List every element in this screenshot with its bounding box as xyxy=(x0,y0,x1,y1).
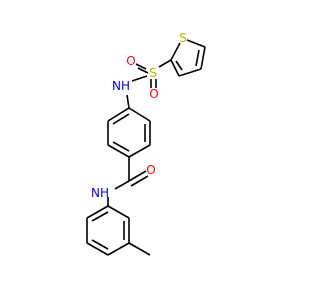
atom-label-sulfonyl-o-bottom: O xyxy=(149,87,158,101)
bond-bz-3-4 xyxy=(128,144,151,158)
molecule-structure: S S O O NH O NH xyxy=(86,31,206,256)
bond-tol-6-1-double xyxy=(91,211,109,222)
atom-label-amide-nh: NH xyxy=(91,186,109,200)
bond-bz-6-1 xyxy=(107,107,130,122)
atom-label-carbonyl-o: O xyxy=(146,163,155,177)
bond-sulfonyl-o-left-b xyxy=(137,67,149,74)
bond-c3-c2-double xyxy=(175,60,183,71)
bond-tol-3-4 xyxy=(107,242,130,256)
bond-s1-c2 xyxy=(170,42,181,61)
bond-methyl xyxy=(128,242,151,256)
molecule-canvas: S S O O NH O NH xyxy=(86,31,206,256)
sulfonyl-group xyxy=(131,59,172,88)
bond-bz-6-1-double xyxy=(112,113,130,125)
bond-c3-c2 xyxy=(170,59,180,77)
bond-carbonyl-o-a xyxy=(128,170,147,182)
bond-c5-c4-double xyxy=(195,49,200,67)
bond-c5-c4 xyxy=(200,46,206,70)
bond-tol-4-5-double xyxy=(91,239,109,250)
amide-group xyxy=(107,157,149,206)
atom-label-sulfonyl-s: S xyxy=(149,66,157,80)
bond-nh-c1 xyxy=(126,94,130,109)
bond-carbonyl-nh xyxy=(114,180,130,190)
bond-sulfonyl-o-left-a xyxy=(135,63,147,70)
bond-tol-6-1 xyxy=(86,205,109,219)
bond-carbonyl-o-b xyxy=(130,175,149,187)
bond-c4-c3 xyxy=(178,68,202,77)
bond-c2-sulfonyl-s xyxy=(158,59,172,68)
bond-bz-1-2 xyxy=(128,107,151,122)
thiophene-ring xyxy=(170,39,206,77)
central-benzene-ring xyxy=(107,94,151,158)
atom-label-sulfonyl-o-left: O xyxy=(126,54,135,68)
atom-label-sulfonamide-nh: NH xyxy=(112,79,130,93)
bond-s1-c5 xyxy=(186,39,206,48)
bond-tol-4-5 xyxy=(86,242,109,256)
bond-sulfonyl-s-nh xyxy=(131,75,148,82)
atom-labels: S S O O NH O NH xyxy=(91,31,187,200)
tolyl-ring xyxy=(86,205,151,256)
bond-bz-4-5 xyxy=(107,144,130,158)
bond-tol-1-2 xyxy=(107,205,130,219)
atom-label-thiophene-s: S xyxy=(179,31,187,45)
bond-bz-4-5-double xyxy=(112,141,130,152)
